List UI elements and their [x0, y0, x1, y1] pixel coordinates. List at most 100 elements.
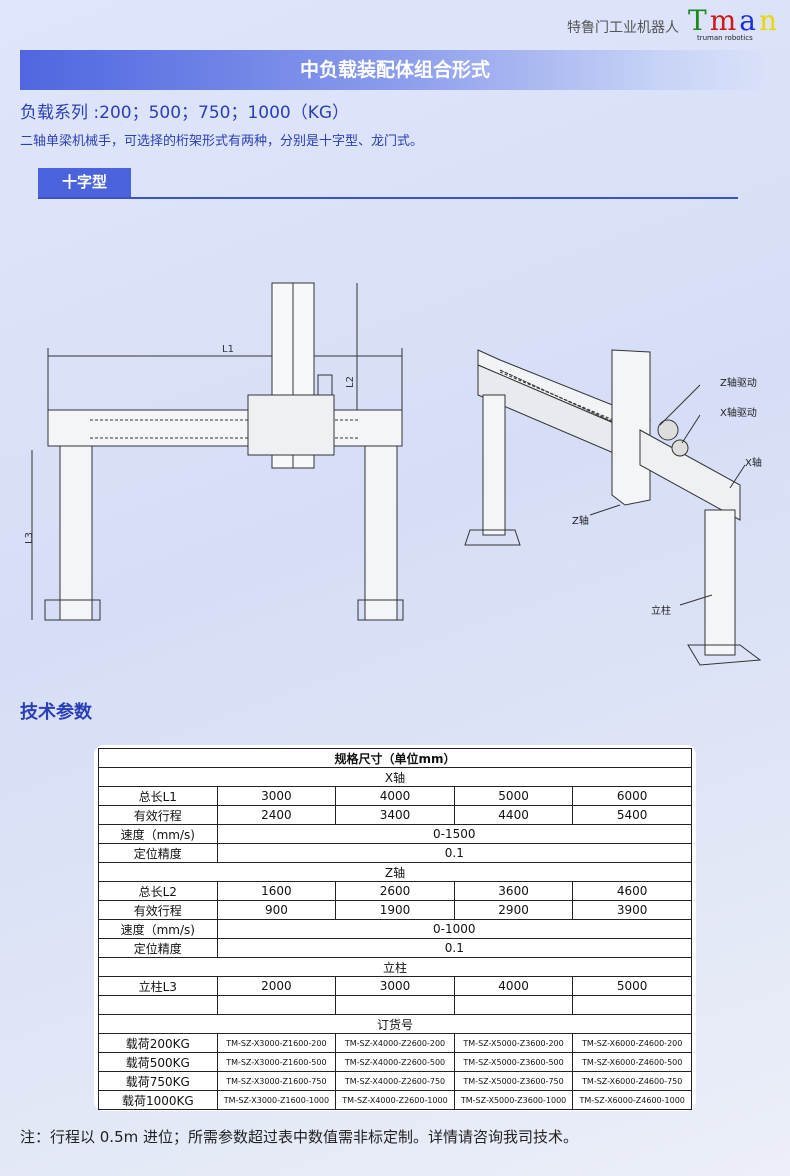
row-label: [98, 995, 218, 1015]
value-cell: 3600: [453, 881, 574, 901]
l3-label: L3: [24, 532, 35, 544]
spanned-value: 0.1: [216, 938, 693, 958]
logo-subtitle: truman robotics: [697, 34, 753, 42]
section-row: 立柱: [98, 957, 692, 977]
table-row: [98, 995, 692, 1015]
l2-label: L2: [345, 376, 356, 388]
row-label: 载荷500KG: [98, 1052, 218, 1072]
section-row: 订货号: [98, 1014, 692, 1034]
section-header: X轴: [98, 767, 692, 787]
tech-params-title: 技术参数: [20, 702, 92, 723]
order-code: TM-SZ-X3000-Z1600-200: [216, 1033, 337, 1053]
value-cell: 4600: [572, 881, 692, 901]
order-code: TM-SZ-X3000-Z1600-500: [216, 1052, 337, 1072]
value-cell: 3900: [572, 900, 692, 920]
row-label: 载荷200KG: [98, 1033, 218, 1053]
section-banner: 中负载装配体组合形式: [20, 50, 770, 90]
section-header: Z轴: [98, 862, 692, 882]
value-cell: 1900: [335, 900, 455, 920]
value-cell: 1600: [216, 881, 337, 901]
footnote: 注：行程以 0.5m 进位；所需参数超过表中数值需非标定制。详情请咨询我司技术。: [20, 1128, 579, 1146]
order-code: TM-SZ-X5000-Z3600-750: [453, 1071, 574, 1091]
table-title-row: 规格尺寸（单位mm）: [98, 748, 692, 768]
value-cell: 3000: [335, 976, 455, 996]
spanned-value: 0.1: [216, 843, 693, 863]
value-cell: 2000: [216, 976, 337, 996]
x-drive-label: X轴驱动: [720, 406, 757, 419]
row-label: 总长L2: [98, 881, 218, 901]
description: 二轴单梁机械手，可选择的桁架形式有两种，分别是十字型、龙门式。: [20, 134, 424, 149]
order-code: TM-SZ-X6000-Z4600-200: [572, 1033, 692, 1053]
order-code: TM-SZ-X6000-Z4600-750: [572, 1071, 692, 1091]
row-label: 有效行程: [98, 900, 218, 920]
order-code: TM-SZ-X3000-Z1600-750: [216, 1071, 337, 1091]
value-cell: [216, 995, 337, 1015]
order-code: TM-SZ-X5000-Z3600-500: [453, 1052, 574, 1072]
order-code: TM-SZ-X4000-Z2600-200: [335, 1033, 455, 1053]
company-logo: Tman: [688, 4, 780, 37]
gantry-drawing: L1 L2 L3 Z轴驱动 X轴驱动 X轴 Z轴 立柱: [24, 282, 762, 666]
value-cell: [335, 995, 455, 1015]
z-axis-label: Z轴: [572, 514, 589, 527]
table-title: 规格尺寸（单位mm）: [98, 748, 692, 768]
value-cell: 3000: [216, 786, 337, 806]
value-cell: [453, 995, 574, 1015]
value-cell: 2900: [453, 900, 574, 920]
order-code: TM-SZ-X4000-Z2600-500: [335, 1052, 455, 1072]
value-cell: 3400: [335, 805, 455, 825]
value-cell: [572, 995, 692, 1015]
value-cell: 2400: [216, 805, 337, 825]
row-label: 有效行程: [98, 805, 218, 825]
section-row: X轴: [98, 767, 692, 787]
row-label: 速度（mm/s): [98, 919, 218, 939]
row-label: 定位精度: [98, 843, 218, 863]
brand-name: 特鲁门工业机器人: [567, 20, 679, 36]
value-cell: 4000: [453, 976, 574, 996]
section-header: 立柱: [98, 957, 692, 977]
table-row: 速度（mm/s)0-1000: [98, 919, 693, 939]
type-tab-cross: 十字型: [38, 168, 131, 197]
row-label: 立柱L3: [98, 976, 218, 996]
row-label: 定位精度: [98, 938, 218, 958]
value-cell: 5000: [572, 976, 692, 996]
section-row: Z轴: [98, 862, 692, 882]
value-cell: 2600: [335, 881, 455, 901]
value-cell: 900: [216, 900, 337, 920]
value-cell: 6000: [572, 786, 692, 806]
spanned-value: 0-1500: [216, 824, 693, 844]
order-code: TM-SZ-X5000-Z3600-1000: [453, 1090, 574, 1110]
row-label: 载荷1000KG: [98, 1090, 218, 1110]
order-code: TM-SZ-X5000-Z3600-200: [453, 1033, 574, 1053]
spanned-value: 0-1000: [216, 919, 693, 939]
row-label: 总长L1: [98, 786, 218, 806]
load-series: 负载系列 :200；500；750；1000（KG）: [20, 103, 350, 123]
z-drive-label: Z轴驱动: [720, 376, 757, 389]
value-cell: 5400: [572, 805, 692, 825]
x-axis-label: X轴: [745, 456, 762, 469]
front-view: L1 L2 L3: [24, 282, 404, 621]
column-label: 立柱: [651, 604, 671, 617]
order-code: TM-SZ-X4000-Z2600-1000: [335, 1090, 455, 1110]
isometric-view: Z轴驱动 X轴驱动 X轴 Z轴 立柱: [464, 349, 762, 666]
l1-label: L1: [222, 344, 234, 355]
order-code: TM-SZ-X6000-Z4600-1000: [572, 1090, 692, 1110]
order-code: TM-SZ-X4000-Z2600-750: [335, 1071, 455, 1091]
section-header: 订货号: [98, 1014, 692, 1034]
table-row: 速度（mm/s)0-1500: [98, 824, 693, 844]
value-cell: 4400: [453, 805, 574, 825]
row-label: 速度（mm/s): [98, 824, 218, 844]
order-code: TM-SZ-X3000-Z1600-1000: [216, 1090, 337, 1110]
value-cell: 5000: [453, 786, 574, 806]
